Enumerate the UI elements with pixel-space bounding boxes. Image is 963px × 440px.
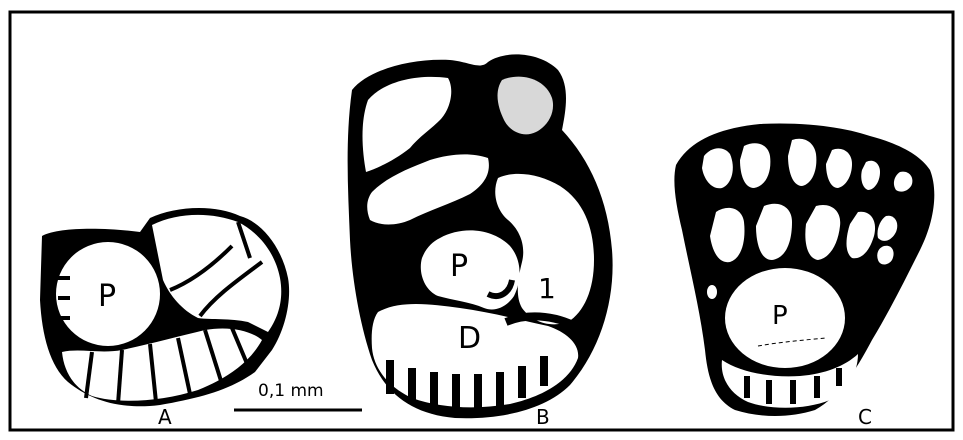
specimen-b-chamber-label-1: 1 <box>538 272 556 305</box>
specimen-b: P D 1 <box>348 54 613 418</box>
specimen-c: P <box>674 124 934 417</box>
scale-bar-label: 0,1 mm <box>258 381 324 401</box>
specimen-b-chamber-label-d: D <box>458 321 481 356</box>
specimen-c-label: C <box>858 405 872 429</box>
specimen-a-chamber-label-p: P <box>98 279 116 314</box>
specimen-a: P <box>40 208 289 406</box>
specimen-a-label: A <box>158 405 172 429</box>
specimen-b-chamber-label-p: P <box>450 249 468 284</box>
scale-bar: 0,1 mm <box>234 381 362 410</box>
specimen-b-label: B <box>536 405 550 429</box>
specimen-c-chamber-label-p: P <box>772 301 788 331</box>
